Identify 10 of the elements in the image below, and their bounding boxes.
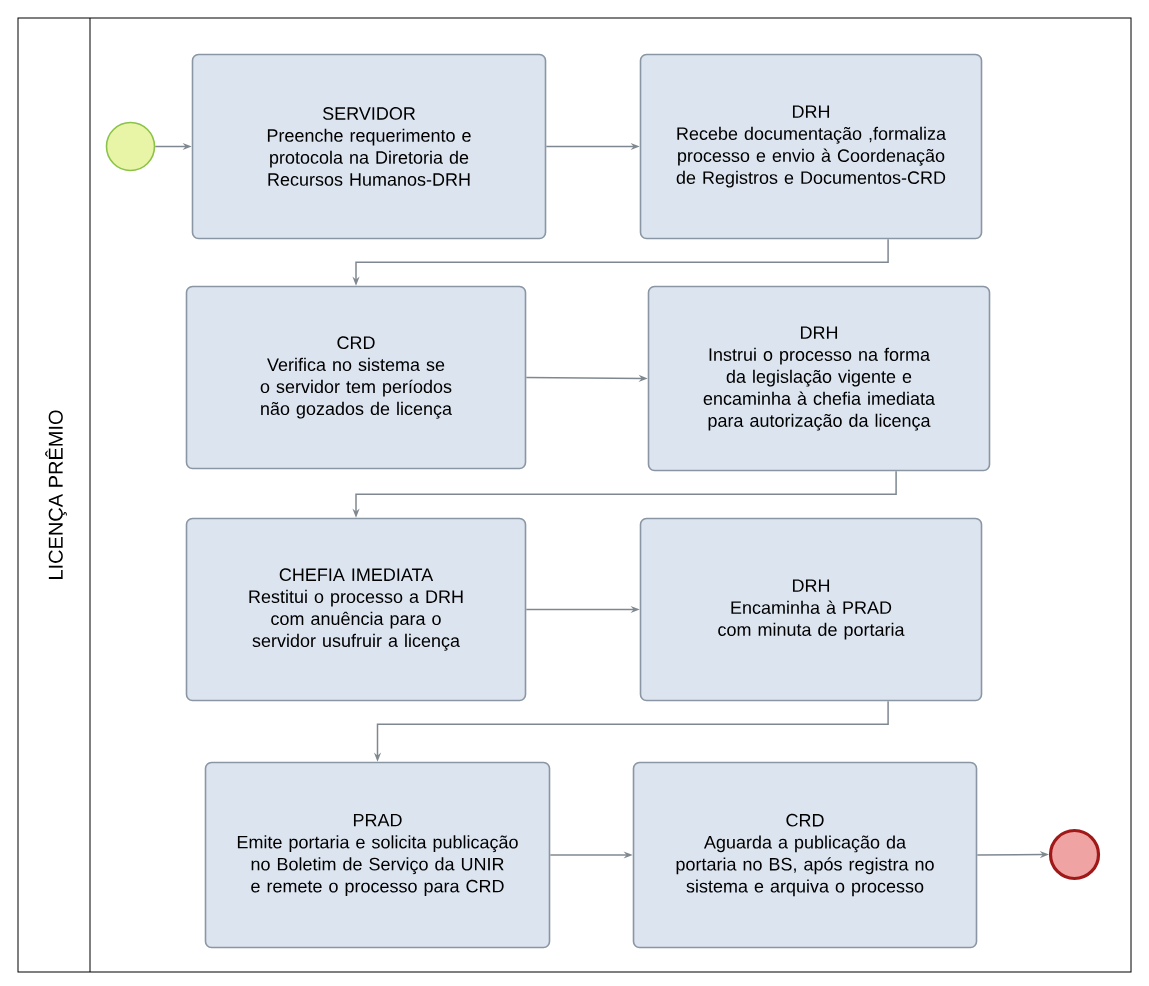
process-box: CHEFIA IMEDIATA Restitui o processo a DRH com anuência para o servidor usufruir a licença [185, 517, 527, 702]
process-box: SERVIDOR Preenche requerimento e protocola na Diretoria de Recursos Humanos-DRH [191, 53, 547, 240]
start-event-circle [105, 121, 156, 172]
process-box: CRD Aguarda a publicação da portaria no BS, após registra no sistema e arquiva o processo [632, 761, 978, 949]
process-box: DRH Encaminha à PRAD com minuta de portaria [639, 517, 983, 702]
process-box: CRD Verifica no sistema se o servidor tem períodos não gozados de licença [185, 285, 527, 470]
process-box: DRH Recebe documentação ,formaliza processo e envio à Coordenação de Registros e Documentos-CRD [639, 53, 983, 240]
process-box: DRH Instrui o processo na forma da legislação vigente e encaminha à chefia imediata para autorização da licença [647, 285, 991, 472]
end-event-circle [1048, 828, 1101, 881]
process-box: PRAD Emite portaria e solicita publicação no Boletim de Serviço da UNIR e remete o processo para CRD [204, 761, 551, 949]
